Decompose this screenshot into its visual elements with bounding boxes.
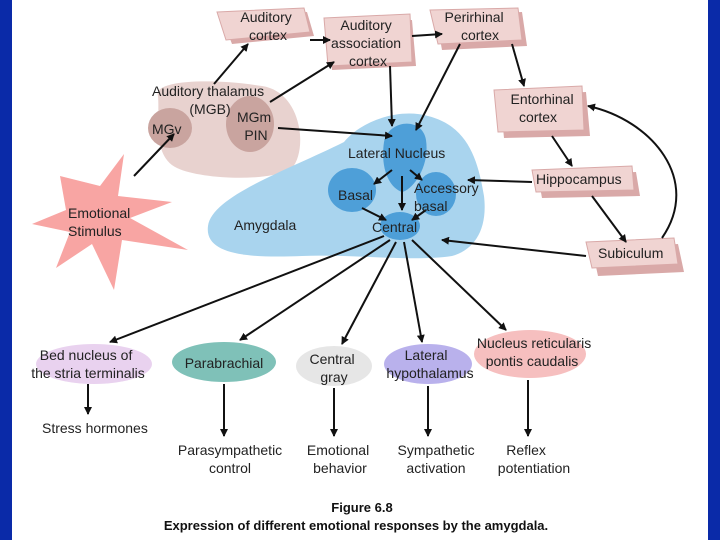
arrow-lateral-to-accessory — [409, 169, 423, 181]
arrow-entorhinal-to-hippocampus — [551, 135, 573, 167]
arrow-central-to-lateral-hypothalamus — [403, 241, 425, 343]
arrow-lateral-to-basal — [373, 169, 393, 185]
auditory-thalamus-shape — [148, 81, 301, 178]
arrow-mgm-to-lateral — [277, 127, 393, 140]
arrow-association-to-perirhinal — [411, 30, 443, 39]
label-mgv: MGv — [152, 121, 182, 137]
label-stress-hormones: Stress hormones — [42, 420, 148, 436]
arrow-thalamus-to-association — [269, 61, 335, 103]
arrow-central-to-bed — [109, 235, 385, 344]
arrow-hippocampus-to-subiculum — [591, 195, 627, 243]
arrow-subiculum-to-central — [441, 236, 587, 257]
auditory-cortex-box — [216, 7, 314, 44]
arrow-central-to-nucleus-reticularis — [411, 239, 507, 331]
arrow-thalamus-to-auditory-cortex — [213, 43, 249, 85]
label-basal: Basal — [338, 187, 373, 203]
label-parasympathetic-control: Parasympathetic control — [178, 442, 286, 476]
amygdala-shape — [207, 113, 485, 259]
figure-caption: Expression of different emotional respon… — [164, 518, 548, 533]
arrow-basal-to-central — [361, 207, 387, 221]
arrow-stimulus-to-thalamus — [133, 133, 175, 177]
arrow-subiculum-to-entorhinal — [587, 103, 678, 239]
label-central-gray: Central gray — [309, 351, 358, 385]
hippocampus-box — [531, 165, 640, 198]
arrow-perirhinal-to-lateral — [415, 43, 461, 131]
auditory-association-cortex-box — [323, 13, 416, 70]
connection-arrows — [84, 30, 678, 437]
label-emotional-behavior: Emotional behavior — [307, 442, 373, 476]
label-entorhinal-cortex: Entorhinal cortex — [511, 91, 578, 125]
label-central: Central — [372, 219, 417, 235]
label-lateral-hypothalamus: Lateral hypothalamus — [386, 347, 473, 381]
label-emotional-stimulus: Emotional Stimulus — [68, 205, 134, 239]
arrow-hippocampus-to-accessory — [467, 176, 533, 185]
parabrachial-shape — [172, 342, 276, 382]
nucleus-reticularis-shape — [474, 330, 586, 378]
label-amygdala: Amygdala — [234, 217, 296, 233]
perirhinal-cortex-box — [429, 7, 527, 50]
arrow-central-to-parabrachial — [239, 239, 391, 341]
label-accessory-basal: Accessory basal — [414, 180, 482, 214]
emotional-stimulus-shape — [32, 154, 188, 290]
label-lateral-nucleus: Lateral Nucleus — [348, 145, 445, 161]
label-subiculum: Subiculum — [598, 245, 663, 261]
arrow-central-to-central-gray — [341, 241, 397, 345]
label-sympathetic-activation: Sympathetic activation — [398, 442, 479, 476]
label-mgm-pin: MGm PIN — [237, 109, 275, 143]
subiculum-box — [585, 237, 684, 276]
arrow-accessory-to-central — [411, 209, 427, 221]
label-bed-nucleus: Bed nucleus of the stria terminalis — [31, 347, 145, 381]
label-auditory-association-cortex: Auditory association cortex — [331, 17, 405, 69]
arrow-perirhinal-to-entorhinal — [511, 43, 526, 87]
bed-nucleus-shape — [36, 344, 152, 384]
arrow-association-to-lateral — [387, 65, 396, 127]
label-perirhinal-cortex: Perirhinal cortex — [444, 9, 507, 43]
label-auditory-thalamus: Auditory thalamus (MGB) — [152, 83, 268, 117]
label-nucleus-reticularis: Nucleus reticularis pontis caudalis — [477, 335, 595, 369]
label-reflex-potentiation: Reflex potentiation — [498, 442, 570, 476]
figure-number: Figure 6.8 — [331, 500, 392, 515]
diagram-canvas: Auditory cortex Auditory association cor… — [12, 0, 708, 540]
label-hippocampus: Hippocampus — [536, 171, 622, 187]
label-auditory-cortex: Auditory cortex — [240, 9, 295, 43]
entorhinal-cortex-box — [493, 85, 590, 138]
label-parabrachial: Parabrachial — [185, 355, 264, 371]
central-gray-shape — [296, 346, 372, 386]
lateral-hypothalamus-shape — [384, 344, 472, 384]
